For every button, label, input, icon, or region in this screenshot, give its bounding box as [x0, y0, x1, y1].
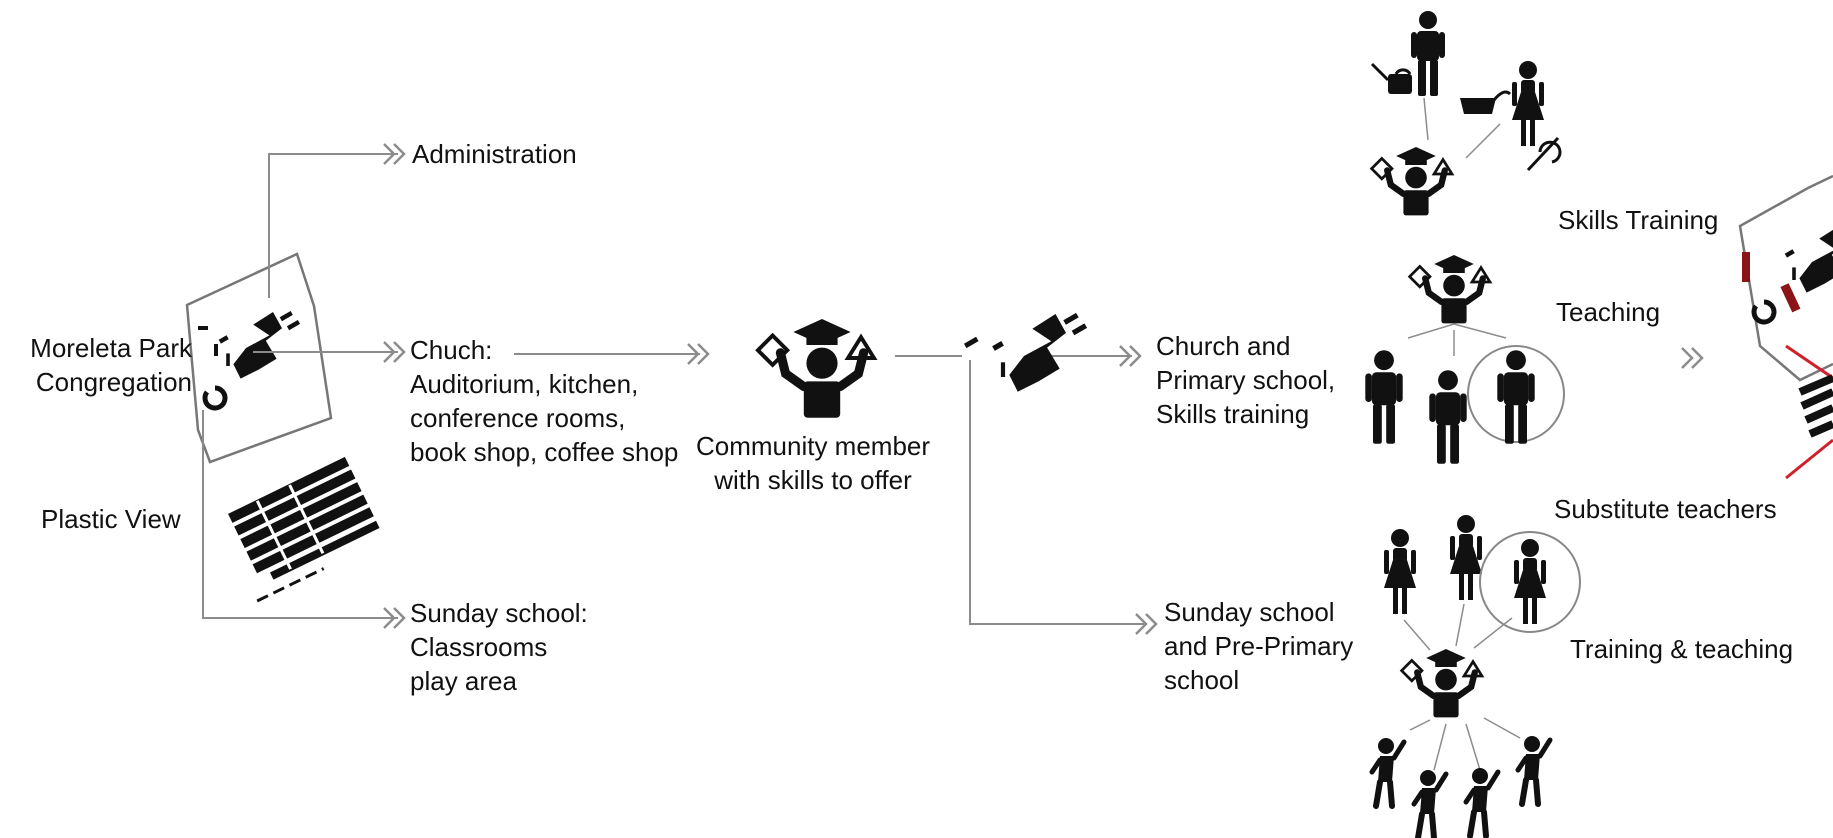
cropped-map-icon — [1738, 174, 1833, 480]
plastic-view-label: Plastic View — [41, 504, 181, 534]
sunday-preprimary-line3: school — [1164, 665, 1240, 695]
woman-teacher-icon — [1450, 515, 1482, 600]
congregation-label: Moreleta Park Congregation — [10, 331, 192, 399]
congregation-map — [185, 252, 333, 464]
congregation-label-line2: Congregation — [35, 367, 192, 397]
sunday-school-cluster — [1372, 515, 1581, 838]
child-icon — [1466, 768, 1498, 836]
sunday-preprimary-line1: Sunday school — [1164, 597, 1335, 627]
church-primary-line1: Church and — [1156, 331, 1291, 361]
church-facilities-line4: book shop, coffee shop — [410, 437, 679, 467]
skills-training-label: Skills Training — [1558, 205, 1719, 235]
sunday-teacher-icon — [1402, 649, 1482, 717]
child-icon — [1372, 738, 1404, 806]
community-member-line1: Community member — [695, 431, 931, 461]
sunday-school-line1: Sunday school: — [410, 598, 588, 628]
cooking-pot-icon — [1460, 90, 1512, 114]
church-facilities-line1: Chuch: — [410, 335, 493, 365]
community-member-line2: with skills to offer — [714, 465, 912, 495]
woman-teacher-icon — [1384, 529, 1416, 614]
learner-icon — [1429, 370, 1467, 464]
community-member-label: Community member with skills to offer — [678, 429, 948, 497]
skills-teacher-icon — [1372, 147, 1452, 215]
sewing-needle-icon — [1526, 136, 1562, 172]
plastic-view-settlement-icon — [228, 456, 380, 603]
branch-connectors — [202, 153, 1146, 625]
child-icon — [1518, 736, 1550, 804]
church-primary-label: Church and Primary school, Skills traini… — [1156, 329, 1335, 431]
sunday-school-line2: Classrooms — [410, 632, 548, 662]
substitute-teacher-icon — [1497, 350, 1535, 444]
highlight-circle — [1467, 345, 1565, 443]
sunday-school-facilities-label: Sunday school: Classrooms play area — [410, 596, 588, 698]
church-facilities-label: Chuch: Auditorium, kitchen, conference r… — [410, 333, 678, 469]
gardener-icon — [1411, 11, 1445, 96]
learner-icon — [1365, 350, 1403, 444]
woman-icon — [1512, 61, 1544, 146]
map-building-small — [202, 385, 228, 411]
training-teaching-label: Training & teaching — [1570, 634, 1794, 664]
teaching-label: Teaching — [1556, 297, 1661, 327]
woman-teacher-icon — [1514, 539, 1546, 624]
church-primary-line3: Skills training — [1156, 399, 1310, 429]
church-primary-line2: Primary school, — [1156, 365, 1336, 395]
congregation-label-line1: Moreleta Park — [30, 333, 192, 363]
sunday-preprimary-line2: and Pre-Primary — [1164, 631, 1354, 661]
skills-training-cluster — [1370, 11, 1562, 215]
church-facilities-line2: Auditorium, kitchen, — [410, 369, 639, 399]
teaching-teacher-icon — [1410, 255, 1490, 323]
campus-icon — [992, 312, 1088, 392]
sunday-school-line3: play area — [410, 666, 517, 696]
church-facilities-line3: conference rooms, — [410, 403, 626, 433]
administration-label: Administration — [412, 139, 577, 169]
teaching-cluster — [1365, 255, 1565, 464]
watering-can-icon — [1370, 62, 1412, 94]
child-icon — [1414, 770, 1446, 838]
highlight-circle — [1479, 531, 1581, 633]
arrow-to-map-icon — [1680, 346, 1704, 370]
sunday-preprimary-label: Sunday school and Pre-Primary school — [1164, 595, 1353, 697]
community-member-teacher-icon — [758, 319, 874, 418]
substitute-teachers-label: Substitute teachers — [1554, 494, 1777, 524]
